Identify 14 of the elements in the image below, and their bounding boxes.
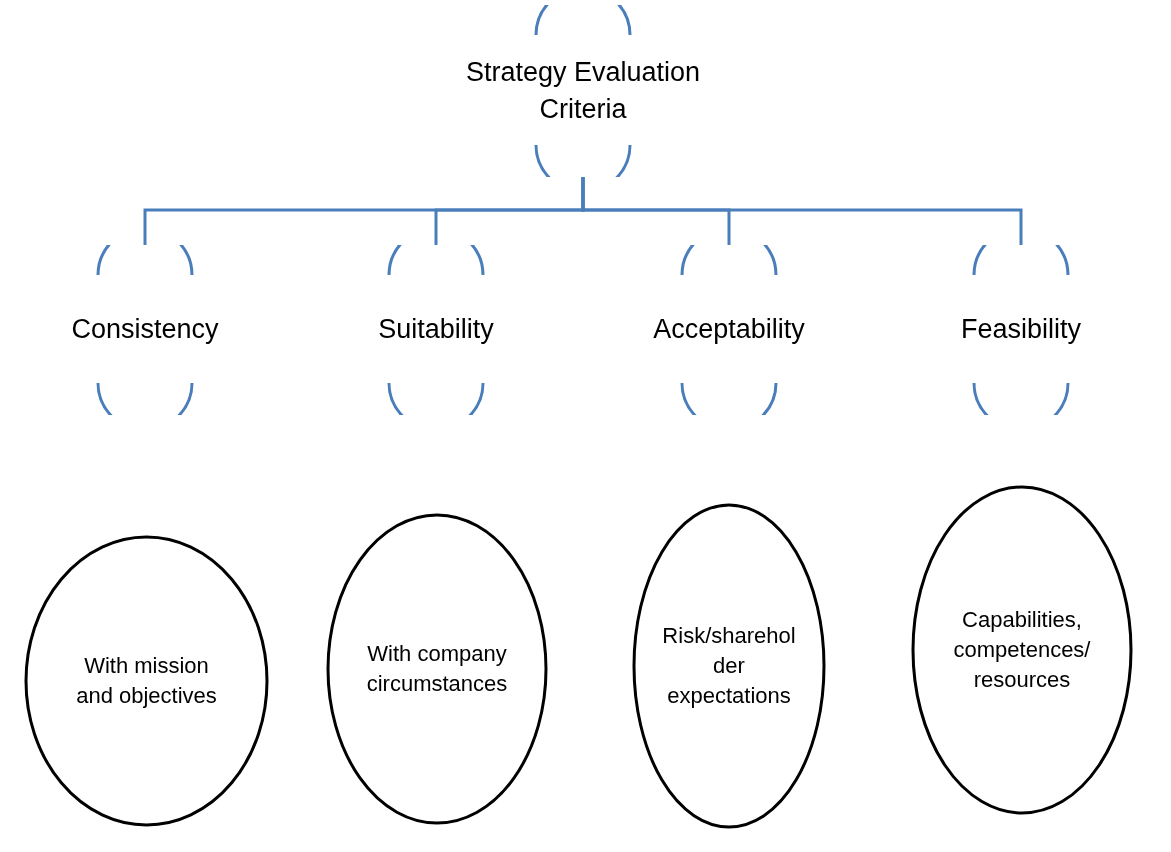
node-label: Acceptability [653,313,805,347]
node-label: Consistency [71,313,219,347]
ellipse-node [632,503,826,829]
ellipse-node [24,535,269,827]
connector-line [581,177,1023,245]
node-label: Strategy Evaluation Criteria [464,55,702,126]
node-label: With company circumstances [365,639,509,698]
node-label: Feasibility [960,313,1081,347]
node-label: Risk/sharehol der expectations [661,621,797,711]
node-label: With mission and objectives [75,651,218,710]
ellipse-node [911,485,1133,815]
node-label: Suitability [378,313,494,347]
node-label: Capabilities, competences/ resources [952,605,1092,695]
ellipse-node [326,513,548,825]
